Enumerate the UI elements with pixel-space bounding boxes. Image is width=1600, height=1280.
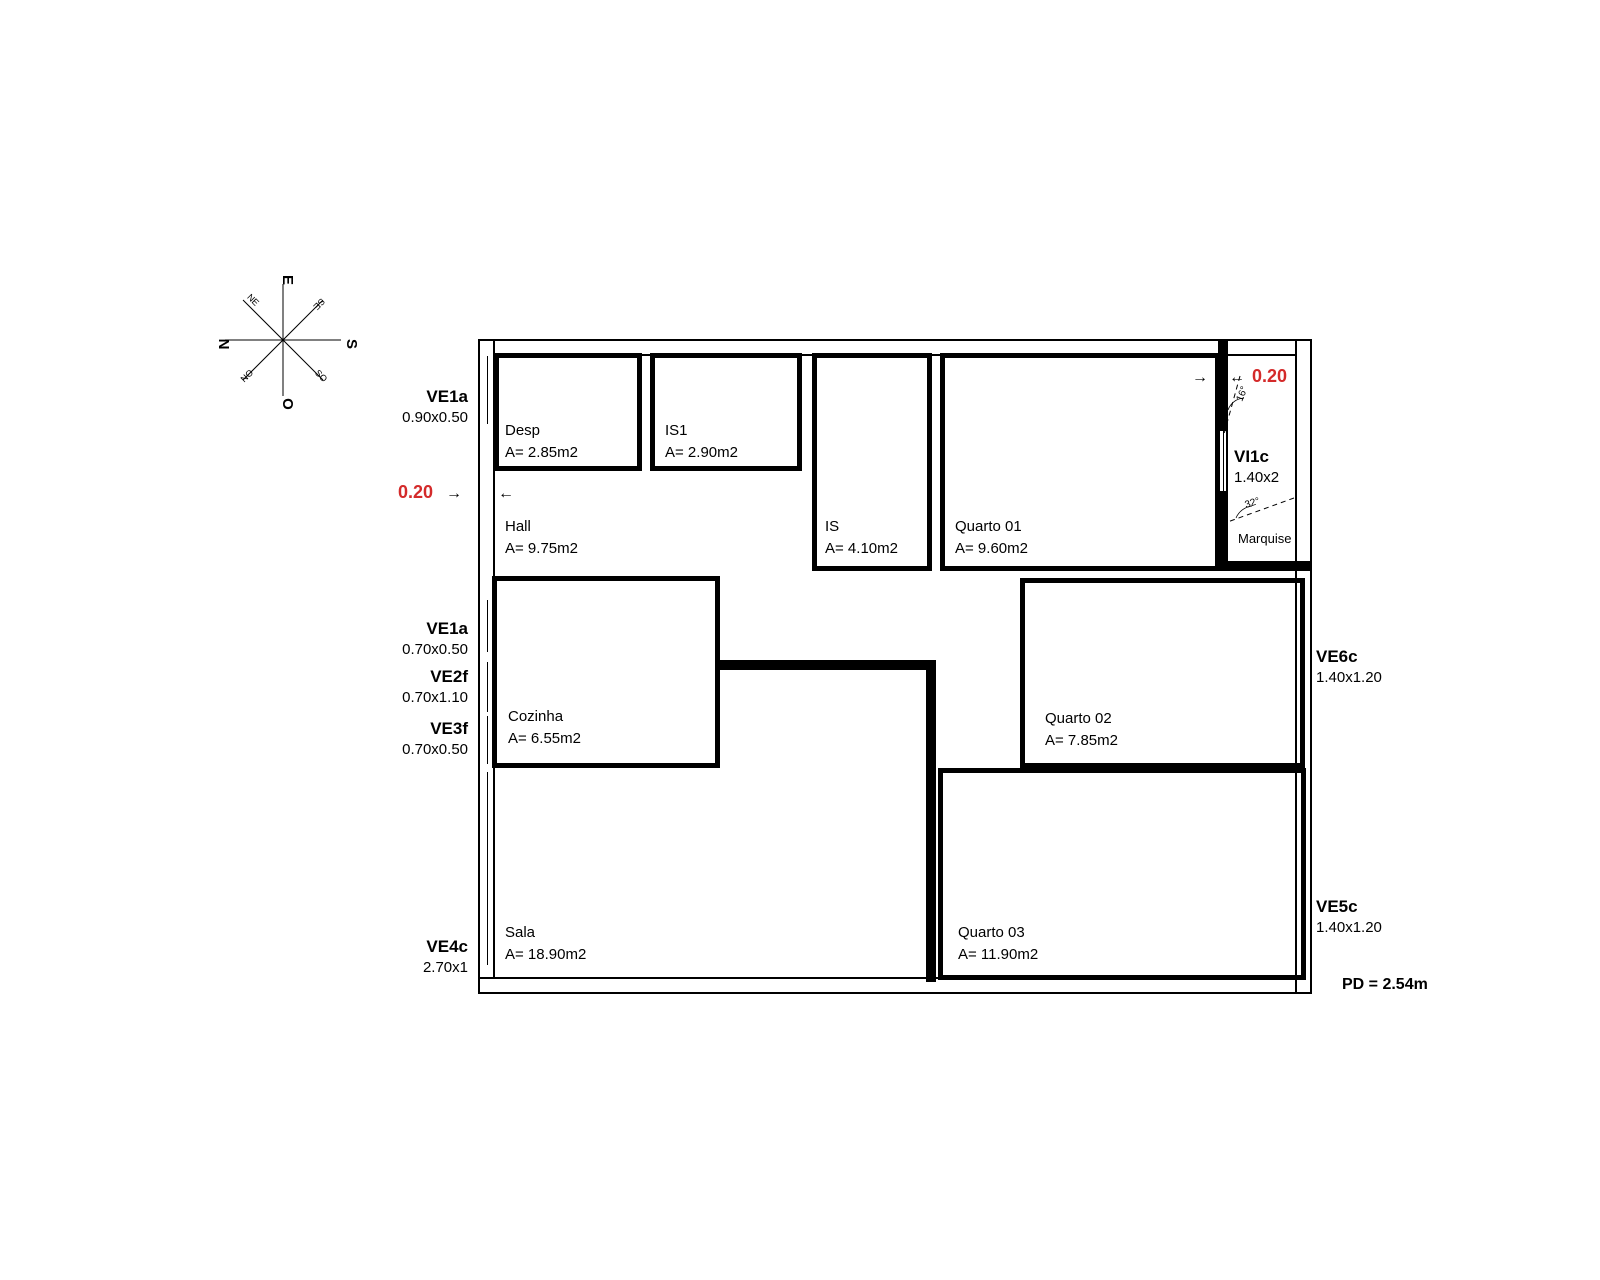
room-label-marquise: Marquise [1238,528,1291,550]
dimension-arrow-right-icon: → [446,485,462,502]
room-area: A= 4.10m2 [825,540,898,557]
room-desp-outline [494,353,642,471]
window-size: 1.40x2 [1234,469,1280,486]
room-name: Sala [505,924,536,941]
room-name: Hall [505,518,531,535]
room-cozinha-outline [492,576,720,768]
compass-west-label: O [279,398,296,410]
window-code: VI1c [1234,447,1269,466]
dimension-arrow-left-icon: ← [1229,369,1245,386]
marquise-angle-32: 32° [1244,496,1262,511]
window-code: VE1a [426,387,468,406]
room-name: IS [825,518,840,535]
room-area: A= 9.75m2 [505,540,578,557]
wall-marquise-left-lower [1218,491,1228,571]
room-label-is: IS A= 4.10m2 [825,516,898,560]
room-is1-outline [650,353,802,471]
compass-ne-label: NE [245,292,261,308]
window-label-ve4c: VE4c 2.70x1 [368,936,468,978]
compass-east-label: E [279,275,296,285]
room-area: A= 6.55m2 [508,730,581,747]
window-code: VE2f [430,667,468,686]
marquise-angle-16: 16° [1235,385,1251,403]
room-quarto03-outline [938,768,1306,980]
compass-so-label: SO [313,368,329,384]
room-name: Quarto 02 [1045,710,1112,727]
room-name: Desp [505,422,541,439]
window-label-ve1a-2: VE1a 0.70x0.50 [368,618,468,660]
room-area: A= 2.85m2 [505,444,578,461]
room-label-cozinha: Cozinha A= 6.55m2 [508,706,581,750]
window-size: 1.40x1.20 [1316,919,1382,936]
room-quarto02-outline [1020,578,1305,768]
window-label-ve6c: VE6c 1.40x1.20 [1316,646,1382,688]
window-vi1c [1218,431,1228,491]
room-label-hall: Hall A= 9.75m2 [505,516,578,560]
window-label-ve2f: VE2f 0.70x1.10 [368,666,468,708]
room-area: A= 2.90m2 [665,444,738,461]
room-label-desp: Desp A= 2.85m2 [505,420,578,464]
wall-marquise-left-upper [1218,339,1228,431]
room-area: A= 7.85m2 [1045,732,1118,749]
window-size: 0.70x0.50 [402,641,468,658]
window-code: VE5c [1316,897,1358,916]
window-size: 1.40x1.20 [1316,669,1382,686]
wall-marquise-bottom [1218,561,1312,571]
wall-sala-top [718,660,936,670]
window-label-ve3f: VE3f 0.70x0.50 [368,718,468,760]
marquise-slope-lines: 16° 32° [1221,375,1295,525]
dimension-right-020: 0.20 [1252,366,1288,386]
wall-sala-right [926,660,936,982]
window-code: VE4c [426,937,468,956]
room-area: A= 18.90m2 [505,946,587,963]
dimension-left-020: 0.20 [398,482,434,502]
window-label-ve5c: VE5c 1.40x1.20 [1316,896,1382,938]
window-label-vi1c: VI1c 1.40x2 [1234,446,1279,488]
dimension-arrow-left-icon: ← [498,485,514,502]
compass-rose-icon: E N S O NE SE NO SO [215,275,360,410]
room-quarto01-outline [940,353,1220,571]
room-label-sala: Sala A= 18.90m2 [505,922,586,966]
window-size: 0.70x1.10 [402,689,468,706]
window-code: VE3f [430,719,468,738]
room-label-is1: IS1 A= 2.90m2 [665,420,738,464]
compass-south-label: S [343,339,360,349]
room-area: A= 9.60m2 [955,540,1028,557]
window-size: 0.70x0.50 [402,741,468,758]
window-size: 2.70x1 [422,959,468,976]
room-name: IS1 [665,422,688,439]
room-label-quarto01: Quarto 01 A= 9.60m2 [955,516,1028,560]
room-name: Quarto 01 [955,518,1022,535]
ceiling-height-note: PD = 2.54m [1342,976,1428,993]
room-area: A= 11.90m2 [958,946,1039,963]
dimension-arrow-right-icon: → [1192,369,1208,386]
window-label-ve1a-1: VE1a 0.90x0.50 [368,386,468,428]
window-ve1a-top [478,356,495,424]
room-is-outline [812,353,932,571]
room-label-quarto03: Quarto 03 A= 11.90m2 [958,922,1038,966]
room-name: Cozinha [508,708,564,725]
room-name: Marquise [1238,531,1292,546]
window-ve4c [478,772,495,965]
room-label-quarto02: Quarto 02 A= 7.85m2 [1045,708,1118,752]
window-size: 0.90x0.50 [402,409,468,426]
window-code: VE6c [1316,647,1358,666]
window-code: VE1a [426,619,468,638]
room-name: Quarto 03 [958,924,1025,941]
compass-north-label: N [215,339,232,350]
